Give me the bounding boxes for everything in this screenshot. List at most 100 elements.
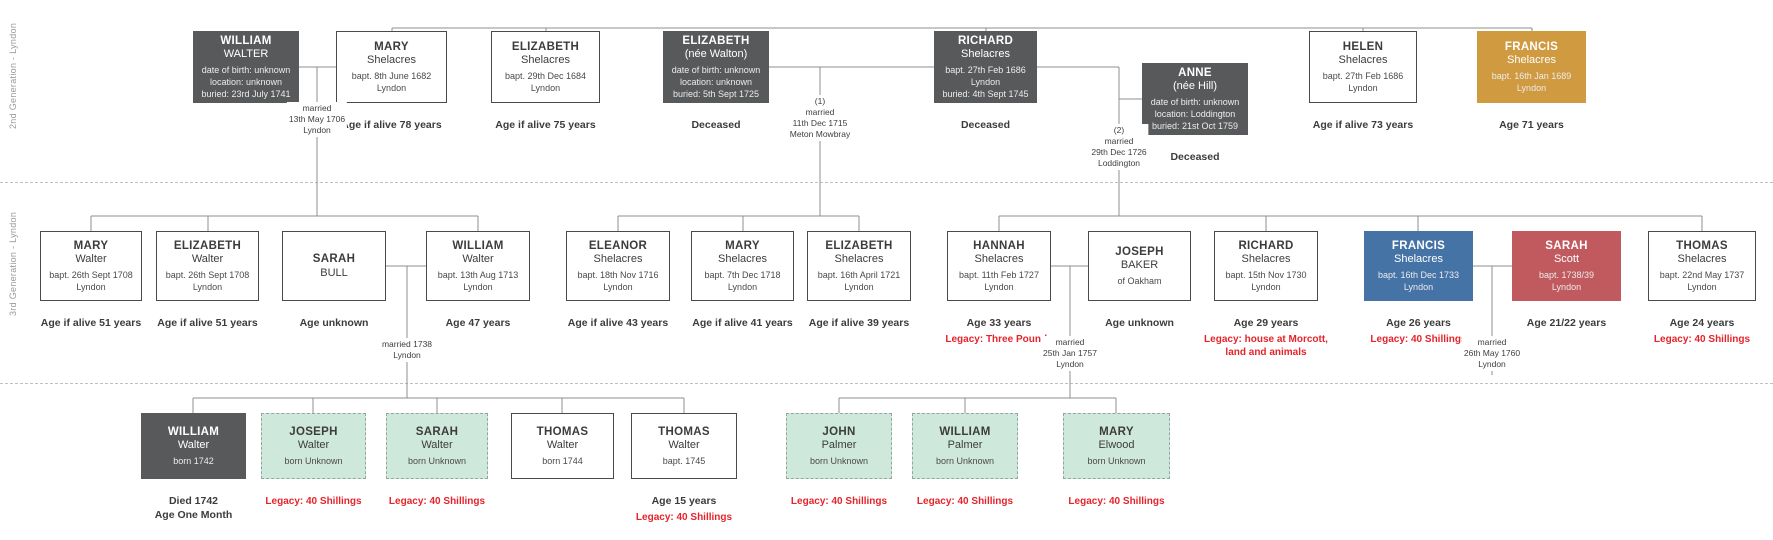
person-last-name: Walter [297,439,330,452]
person-box[interactable]: WILLIAM Walter bapt. 13th Aug 1713 Lyndo… [426,231,530,301]
person-last-name: Elwood [1098,439,1135,452]
person-note: Age if alive 51 years [40,317,142,329]
person-last-name: Shelacres [1338,53,1388,66]
person-details: bapt. 15th Nov 1730 Lyndon [1225,270,1307,293]
person-card-thomas-shelacres-gen3[interactable]: THOMAS Shelacres bapt. 22nd May 1737 Lyn… [1648,231,1756,346]
person-box[interactable]: MARY Shelacres bapt. 8th June 1682 Lyndo… [336,31,447,103]
person-card-helen-shelacres-gen2[interactable]: HELEN Shelacres bapt. 27th Feb 1686 Lynd… [1309,31,1417,132]
person-box[interactable]: SARAH Walter born Unknown [386,413,488,479]
person-first-name: SARAH [1545,239,1588,252]
marriage-label-sarah-william: married 1738 Lyndon [379,338,435,363]
person-box[interactable]: WILLIAM Walter born 1742 [141,413,246,479]
person-note: Age 21/22 years [1526,317,1607,329]
person-card-william-walter-gen3[interactable]: WILLIAM Walter bapt. 13th Aug 1713 Lyndo… [426,231,530,330]
person-first-name: JOSEPH [289,425,338,438]
marriage-label-richard-anne: (2) married 29th Dec 1726 Loddington [1089,124,1149,171]
person-card-mary-shelacres-gen2[interactable]: MARY Shelacres bapt. 8th June 1682 Lyndo… [336,31,447,132]
person-box[interactable]: JOSEPH BAKER of Oakham [1088,231,1191,301]
person-box[interactable]: ANNE (née Hill) date of birth: unknown l… [1142,63,1248,135]
person-card-hannah-shelacres-gen3[interactable]: HANNAH Shelacres bapt. 11th Feb 1727 Lyn… [945,231,1053,346]
person-note: Age 26 years [1386,317,1451,329]
person-box[interactable]: ELIZABETH (née Walton) date of birth: un… [663,31,769,103]
person-card-elizabeth-nee-walton[interactable]: ELIZABETH (née Walton) date of birth: un… [663,31,769,132]
person-card-elizabeth-walter-gen3[interactable]: ELIZABETH Walter bapt. 26th Sept 1708 Ly… [156,231,259,330]
person-box[interactable]: ELIZABETH Shelacres bapt. 29th Dec 1684 … [491,31,600,103]
connector-lines-path [90,27,1703,413]
person-box[interactable]: ELEANOR Shelacres bapt. 18th Nov 1716 Ly… [566,231,670,301]
person-card-mary-shelacres-gen3[interactable]: MARY Shelacres bapt. 7th Dec 1718 Lyndon… [691,231,794,330]
person-box[interactable]: MARY Walter bapt. 26th Sept 1708 Lyndon [40,231,142,301]
person-first-name: SARAH [312,253,356,266]
person-first-name: HELEN [1342,40,1384,53]
person-box[interactable]: WILLIAM WALTER date of birth: unknown lo… [193,31,299,103]
person-card-william-walter-gen2[interactable]: WILLIAM WALTER date of birth: unknown lo… [193,31,299,103]
generation-separator-1 [0,182,1773,183]
person-card-francis-shelacres-gen2[interactable]: FRANCIS Shelacres bapt. 16th Jan 1689 Ly… [1477,31,1586,132]
person-note: Age 29 years [1233,317,1299,329]
person-card-joseph-walter-gen4[interactable]: JOSEPH Walter born Unknown Legacy: 40 Sh… [261,413,366,508]
person-card-richard-shelacres-gen2[interactable]: RICHARD Shelacres bapt. 27th Feb 1686 Ly… [934,31,1037,132]
person-details: bapt. 7th Dec 1718 Lyndon [704,270,781,293]
person-card-william-palmer-gen4[interactable]: WILLIAM Palmer born Unknown Legacy: 40 S… [912,413,1018,508]
person-last-name: Shelacres [521,53,570,66]
person-card-william-walter-gen4[interactable]: WILLIAM Walter born 1742 Died 1742 Age O… [141,413,246,522]
person-card-sarah-walter-gen4[interactable]: SARAH Walter born Unknown Legacy: 40 Shi… [386,413,488,508]
person-card-mary-walter-gen3[interactable]: MARY Walter bapt. 26th Sept 1708 Lyndon … [40,231,142,330]
person-box[interactable]: JOSEPH Walter born Unknown [261,413,366,479]
person-last-name: Shelacres [834,252,884,265]
person-last-name: Walter [75,252,107,265]
person-first-name: ELIZABETH [173,239,242,252]
person-card-sarah-scott-gen3[interactable]: SARAH Scott bapt. 1738/39 Lyndon Age 21/… [1512,231,1621,330]
person-box[interactable]: MARY Elwood born Unknown [1063,413,1170,479]
marriage-label-hannah-joseph: married 25th Jan 1757 Lyndon [1041,336,1099,372]
person-card-joseph-baker-gen3[interactable]: JOSEPH BAKER of Oakham Age unknown [1088,231,1191,330]
person-details: bapt. 13th Aug 1713 Lyndon [437,270,519,293]
person-box[interactable]: JOHN Palmer born Unknown [786,413,892,479]
person-card-elizabeth-shelacres-gen3[interactable]: ELIZABETH Shelacres bapt. 16th April 172… [807,231,911,330]
person-card-thomas-walter-1744-gen4[interactable]: THOMAS Walter born 1744 [511,413,614,479]
person-box[interactable]: MARY Shelacres bapt. 7th Dec 1718 Lyndon [691,231,794,301]
person-box[interactable]: HANNAH Shelacres bapt. 11th Feb 1727 Lyn… [947,231,1051,301]
person-card-elizabeth-shelacres-gen2[interactable]: ELIZABETH Shelacres bapt. 29th Dec 1684 … [491,31,600,132]
person-card-mary-elwood-gen4[interactable]: MARY Elwood born Unknown Legacy: 40 Shil… [1063,413,1170,508]
person-box[interactable]: RICHARD Shelacres bapt. 15th Nov 1730 Ly… [1214,231,1318,301]
person-box[interactable]: FRANCIS Shelacres bapt. 16th Jan 1689 Ly… [1477,31,1586,103]
person-first-name: ELIZABETH [682,34,750,47]
person-note: Age if alive 75 years [495,119,596,131]
person-note: Age if alive 43 years [567,317,669,329]
person-box[interactable]: HELEN Shelacres bapt. 27th Feb 1686 Lynd… [1309,31,1417,103]
person-card-john-palmer-gen4[interactable]: JOHN Palmer born Unknown Legacy: 40 Shil… [786,413,892,508]
person-box[interactable]: THOMAS Shelacres bapt. 22nd May 1737 Lyn… [1648,231,1756,301]
person-box[interactable]: ELIZABETH Walter bapt. 26th Sept 1708 Ly… [156,231,259,301]
person-box[interactable]: THOMAS Walter bapt. 1745 [631,413,737,479]
person-last-name: BAKER [1120,259,1159,272]
person-first-name: MARY [73,239,109,252]
person-legacy: Legacy: 40 Shillings [1653,334,1751,346]
person-legacy: Legacy: 40 Shillings [635,512,733,524]
person-box[interactable]: SARAH BULL [282,231,386,301]
marriage-label-elizabeth-richard: (1) married 11th Dec 1715 Meton Mowbray [787,95,853,142]
person-box[interactable]: SARAH Scott bapt. 1738/39 Lyndon [1512,231,1621,301]
person-first-name: ANNE [1178,66,1212,79]
person-note: Age if alive 73 years [1312,119,1414,131]
person-note: Deceased [691,119,741,131]
person-last-name: WALTER [223,47,269,60]
person-details: bapt. 18th Nov 1716 Lyndon [577,270,659,293]
person-note: Age if alive 41 years [692,317,793,329]
person-card-francis-shelacres-gen3[interactable]: FRANCIS Shelacres bapt. 16th Dec 1733 Ly… [1364,231,1473,346]
person-card-eleanor-shelacres-gen3[interactable]: ELEANOR Shelacres bapt. 18th Nov 1716 Ly… [566,231,670,330]
person-card-sarah-bull-gen3[interactable]: SARAH BULL Age unknown [282,231,386,330]
person-box[interactable]: ELIZABETH Shelacres bapt. 16th April 172… [807,231,911,301]
person-box[interactable]: THOMAS Walter born 1744 [511,413,614,479]
person-note: Age 24 years [1669,317,1735,329]
person-box[interactable]: RICHARD Shelacres bapt. 27th Feb 1686 Ly… [934,31,1037,103]
person-box[interactable]: WILLIAM Palmer born Unknown [912,413,1018,479]
person-last-name: Walter [191,252,224,265]
person-first-name: HANNAH [973,239,1025,252]
person-card-richard-shelacres-gen3[interactable]: RICHARD Shelacres bapt. 15th Nov 1730 Ly… [1204,231,1328,359]
person-card-anne-nee-hill[interactable]: ANNE (née Hill) date of birth: unknown l… [1142,63,1248,164]
person-details: born Unknown [1087,456,1146,467]
person-card-thomas-walter-1745-gen4[interactable]: THOMAS Walter bapt. 1745 Age 15 years Le… [631,413,737,524]
person-box[interactable]: FRANCIS Shelacres bapt. 16th Dec 1733 Ly… [1364,231,1473,301]
